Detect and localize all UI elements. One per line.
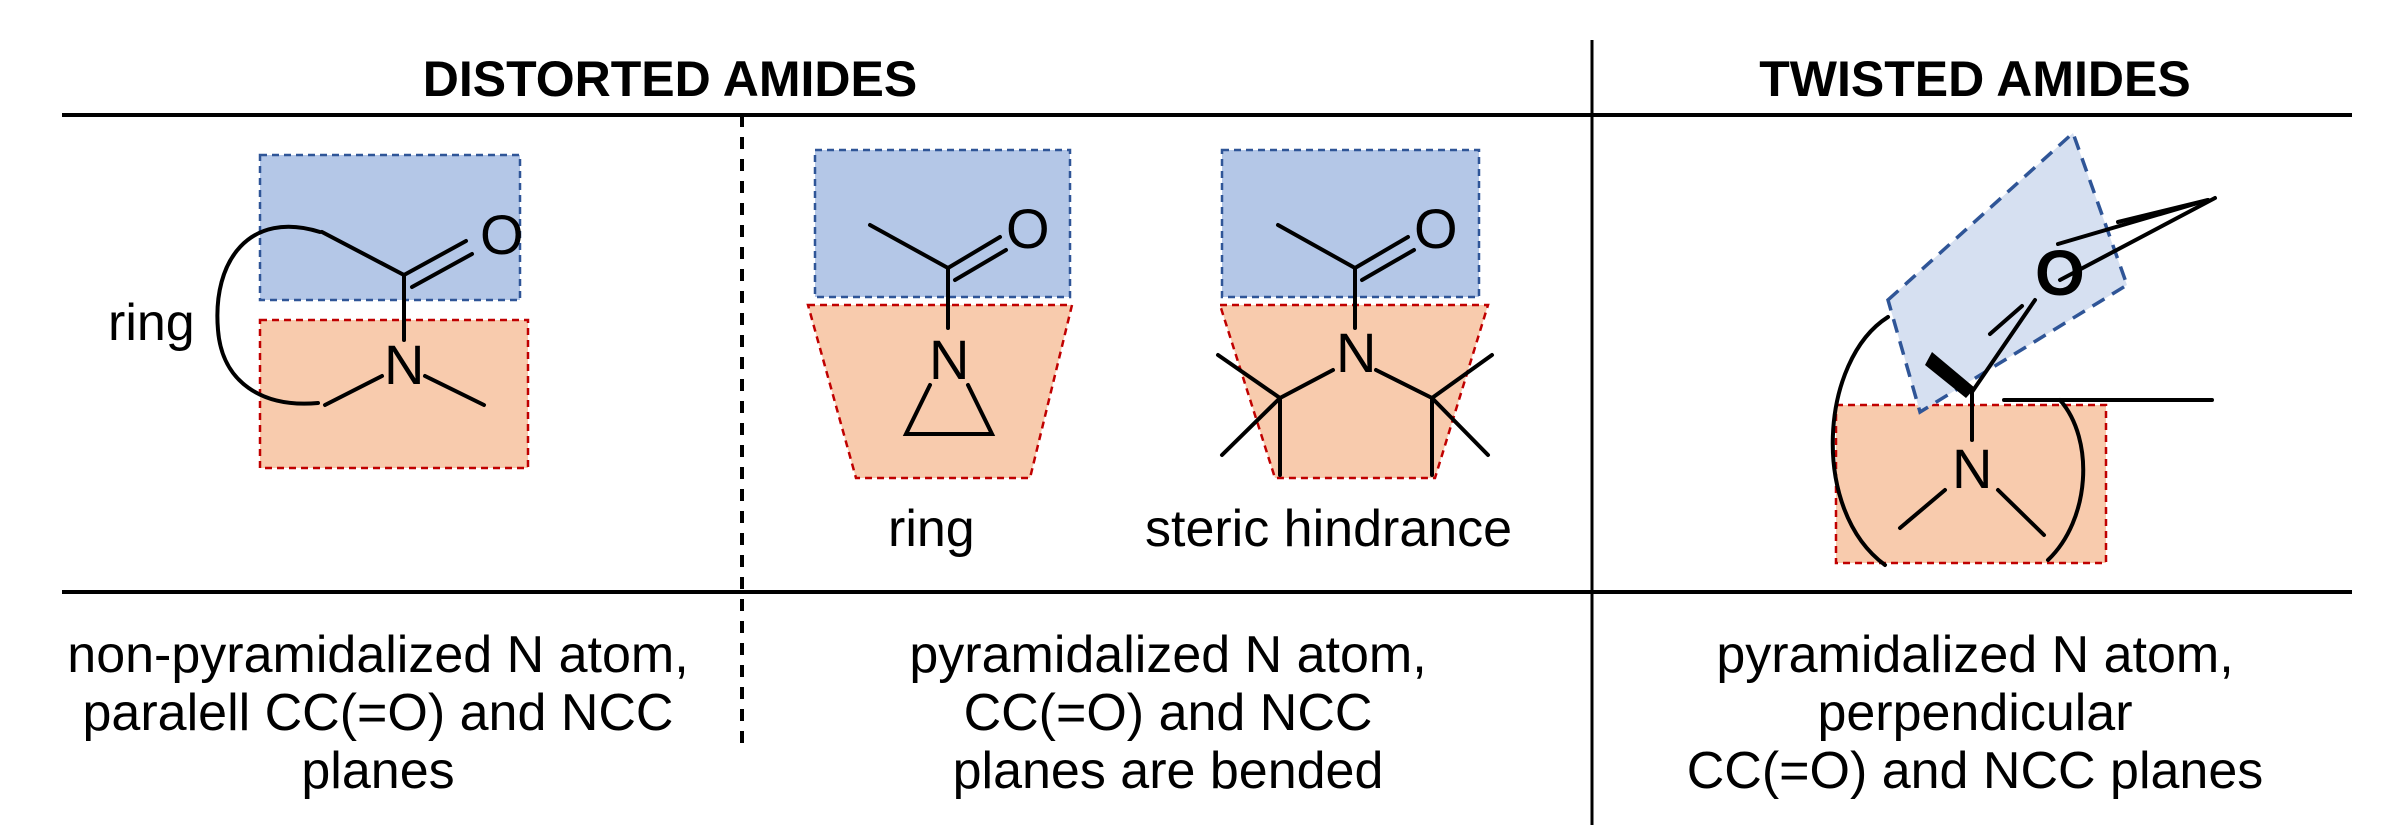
bond-n-left [1898,488,1947,530]
panel-steric-amide: O N steric hindrance [1145,148,1512,558]
caption-line: pyramidalized N atom, [909,626,1426,684]
bond-c-o-double [953,248,1008,282]
caption-perpendicular: pyramidalized N atom, perpendicular CC(=… [1687,626,2264,800]
caption-bended: pyramidalized N atom, CC(=O) and NCC pla… [909,626,1426,800]
bond-n-right [1996,488,2046,537]
ncc-plane [258,318,530,470]
aziridine-ring [902,383,996,436]
bond-c-o-double [1360,248,1416,282]
tert-butyl-left [1216,353,1282,477]
caption-line: CC(=O) and NCC planes [1687,742,2264,800]
caption-line: perpendicular [1817,684,2132,742]
ring-arc-right [2046,398,2086,562]
bond-c-o [402,239,468,277]
caption-line: paralell CC(=O) and NCC [83,684,674,742]
ncc-plane-trapezoid [1218,303,1490,480]
steric-hindrance-label: steric hindrance [1145,500,1512,558]
caption-line: planes are bended [953,742,1384,800]
nitrogen-atom: N [1952,437,1992,500]
cco-plane [1220,148,1481,299]
oxygen-atom: O [1006,197,1050,260]
ring-label: ring [108,294,195,352]
bond-back [2058,196,2217,282]
oxygen-atom: O [2035,237,2085,309]
bond-c-o-double [410,252,474,289]
bond-n-tbu-left [1278,368,1335,400]
header-distorted-amides: DISTORTED AMIDES [423,51,917,107]
header-twisted-amides: TWISTED AMIDES [1759,51,2190,107]
ring-arc [215,224,322,406]
nitrogen-atom: N [1336,321,1376,384]
caption-line: planes [301,742,454,800]
bond-c-c [1276,223,1357,270]
wedge-bond [1925,352,1975,398]
panel-twisted-amide: O N [1830,129,2217,567]
bond-c-o [1353,235,1410,270]
bond-c-c [868,223,950,270]
caption-planar: non-pyramidalized N atom, paralell CC(=O… [67,626,688,800]
oxygen-atom: O [1414,197,1458,260]
ring-arc-left [1830,315,1890,567]
bond-c-o [1970,298,2037,394]
nitrogen-atom: N [384,333,424,396]
panel-planar-ring-amide: O N ring [108,153,530,470]
panel-aziridine-amide: O N ring [806,148,1074,558]
oxygen-atom: O [480,203,524,266]
caption-line: CC(=O) and NCC [964,684,1373,742]
bond-c-o-double [1988,304,2024,336]
bond-n-c-left [323,374,384,407]
caption-line: non-pyramidalized N atom, [67,626,688,684]
nitrogen-atom: N [929,328,969,391]
caption-line: pyramidalized N atom, [1716,626,2233,684]
tert-butyl-right [1430,353,1494,477]
ring-label: ring [888,500,975,558]
bond-n-c-right [423,374,486,407]
bond-c-c [320,230,406,277]
bond-n-tbu-right [1374,368,1434,400]
cco-plane-rotated [1886,129,2130,415]
ncc-plane-trapezoid [806,303,1074,480]
bond-c-o [946,235,1002,270]
cco-plane [813,148,1072,299]
